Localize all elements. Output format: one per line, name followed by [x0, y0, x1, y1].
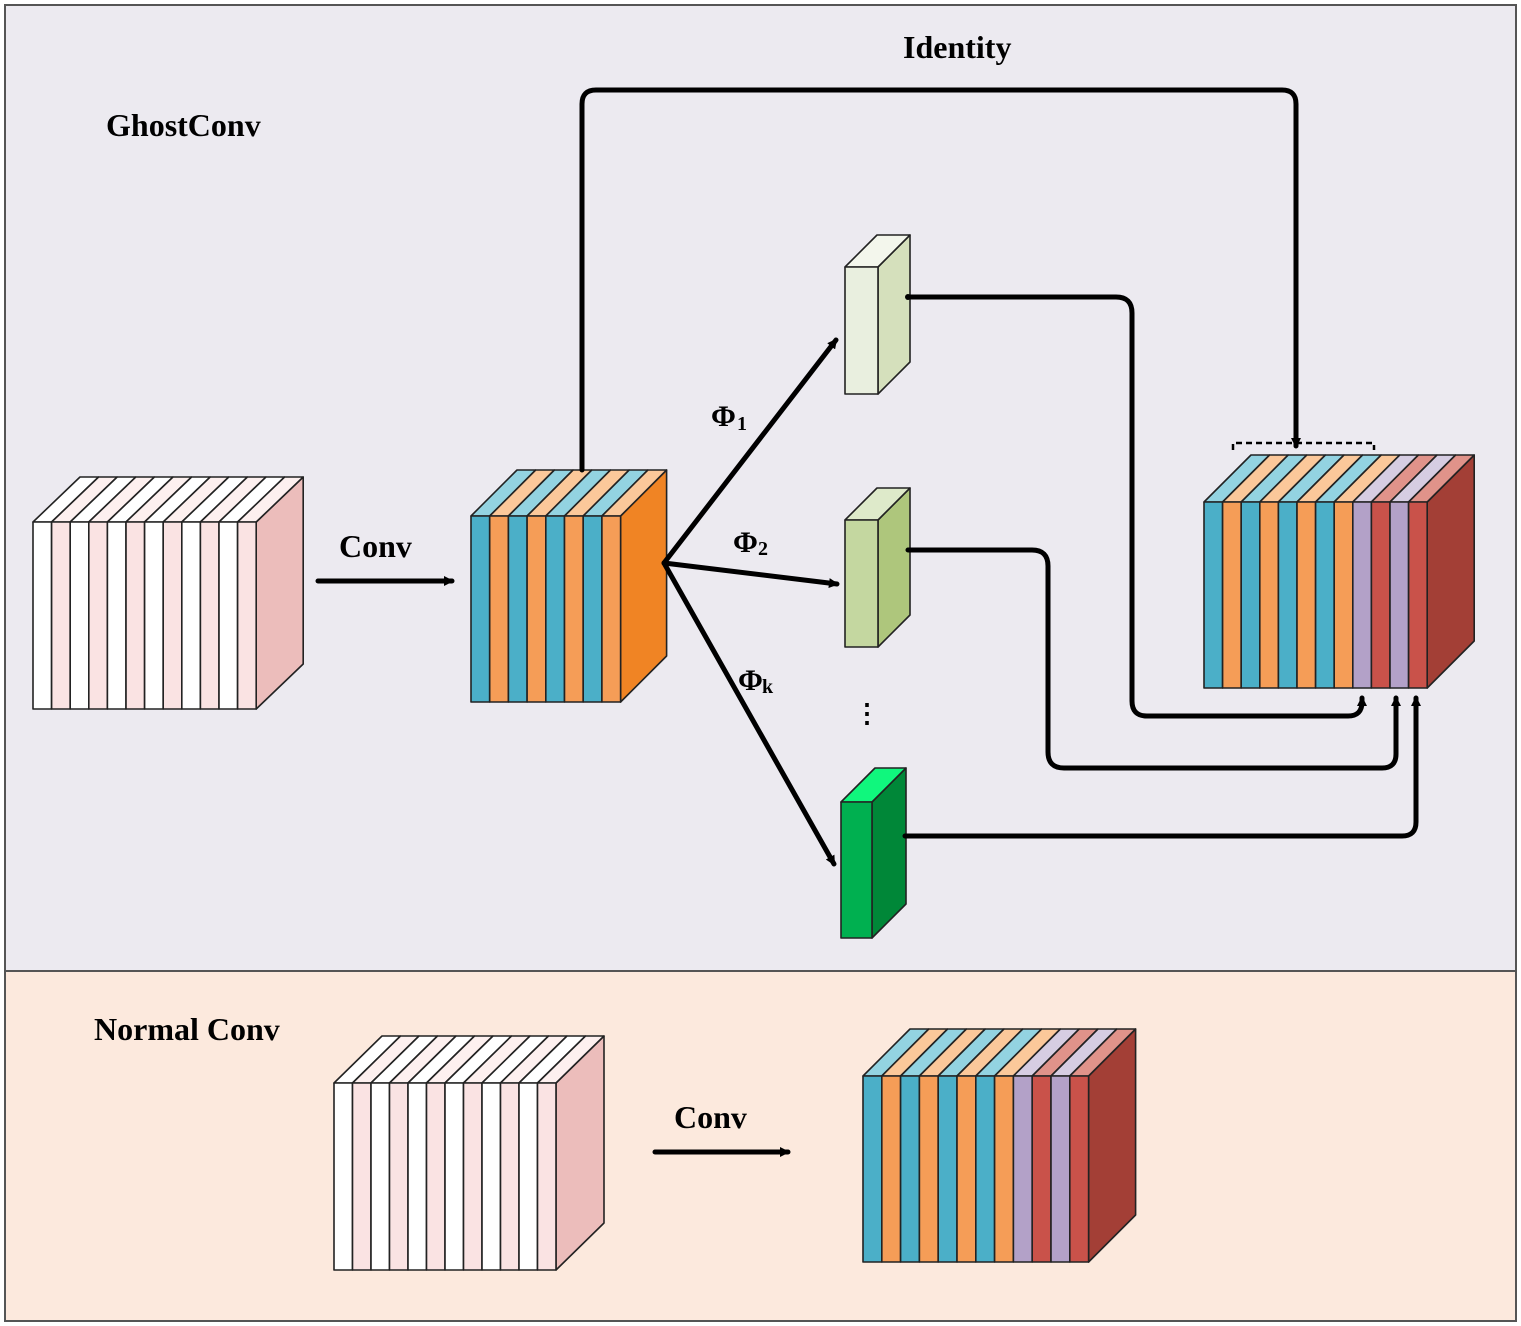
phi1-label: Φ 1 — [711, 400, 747, 435]
normalconv-panel — [4, 970, 1517, 1322]
channel-slice — [544, 515, 566, 703]
feature-maps-layer — [32, 234, 1475, 1271]
channel-slice — [481, 1082, 502, 1271]
phi1-to-output-connector — [905, 294, 1367, 719]
channel-slice — [351, 1082, 372, 1271]
channel-slice — [1296, 501, 1317, 689]
phi2-label: Φ 2 — [733, 526, 768, 560]
channel-slice — [601, 515, 622, 703]
phi-subscript: k — [762, 676, 774, 698]
channel-slice — [236, 521, 258, 710]
channel-slice — [1370, 501, 1391, 689]
channel-slice — [1031, 1075, 1052, 1263]
connectors-layer — [315, 87, 1421, 1157]
channel-slice — [32, 521, 53, 710]
phi2-to-output-connector — [905, 547, 1401, 771]
channel-slice — [518, 1082, 539, 1271]
channel-slice — [333, 1082, 354, 1271]
channel-slice — [50, 521, 71, 710]
conv-label-top: Conv — [339, 528, 412, 564]
phik-label: Φ k — [738, 664, 774, 698]
channel-slice — [956, 1075, 977, 1263]
phi-subscript: 1 — [737, 413, 747, 435]
channel-slice — [899, 1075, 921, 1263]
channel-slice — [88, 521, 109, 710]
input-feature-map — [32, 476, 305, 710]
channel-slice — [840, 801, 873, 939]
ghostconv-title: GhostConv — [106, 107, 261, 143]
channel-slice — [1240, 501, 1261, 689]
channel-slice — [125, 521, 146, 710]
channel-slice — [388, 1082, 409, 1271]
phi-subscript: 2 — [758, 538, 768, 560]
ghost-map-phik — [840, 767, 907, 939]
phik-arrow — [661, 560, 837, 867]
channel-slice — [526, 515, 547, 703]
channel-slice — [1203, 501, 1224, 689]
channel-slice — [488, 515, 510, 703]
channel-slice — [1221, 501, 1242, 689]
channel-slice — [844, 519, 879, 648]
phi2-arrow — [661, 560, 840, 588]
channel-slice — [1352, 501, 1373, 689]
phi-symbol: Φ — [738, 664, 763, 697]
identity-label: Identity — [903, 29, 1011, 65]
channel-slice — [1314, 501, 1335, 689]
channel-slice — [181, 521, 202, 710]
channel-slice — [425, 1082, 446, 1271]
phi-symbol: Φ — [711, 400, 736, 433]
phi1-arrow — [661, 337, 839, 566]
normal-input-feature-map — [333, 1035, 605, 1271]
channel-slice — [1389, 501, 1410, 689]
channel-slice — [1407, 501, 1428, 689]
channel-slice — [1277, 501, 1298, 689]
normalconv-title: Normal Conv — [94, 1011, 280, 1047]
channel-slice — [582, 515, 603, 703]
channel-slice — [407, 1082, 428, 1271]
channel-slice — [1050, 1075, 1071, 1263]
channel-slice — [974, 1075, 996, 1263]
channel-slice — [993, 1075, 1015, 1263]
channel-slice — [462, 1082, 483, 1271]
ellipsis-more-maps: ⋮ — [854, 699, 880, 728]
phi1-output-dot — [905, 294, 911, 300]
channel-slice — [1012, 1075, 1033, 1263]
channel-slice — [918, 1075, 940, 1263]
channel-slice — [370, 1082, 391, 1271]
channel-slice — [1259, 501, 1280, 689]
channel-slice — [1069, 1075, 1090, 1263]
channel-slice — [199, 521, 220, 710]
intrinsic-bracket — [1231, 441, 1376, 450]
channel-slice — [563, 515, 585, 703]
ghost-map-phi2 — [844, 487, 911, 648]
channel-slice — [218, 521, 239, 710]
normal-output-feature-map — [862, 1028, 1137, 1263]
channel-slice — [937, 1075, 958, 1263]
channel-slice — [536, 1082, 557, 1271]
channel-slice — [470, 515, 491, 703]
ghost-map-phi1 — [844, 234, 911, 395]
channel-slice — [69, 521, 90, 710]
identity-arrow — [579, 87, 1301, 473]
channel-slice — [844, 266, 879, 395]
channel-slice — [444, 1082, 465, 1271]
channel-slice — [106, 521, 127, 710]
output-feature-map — [1203, 454, 1475, 689]
phik-to-output-connector — [902, 695, 1421, 839]
channel-slice — [162, 521, 183, 710]
conv-label-bottom: Conv — [674, 1099, 747, 1135]
phi-symbol: Φ — [733, 526, 758, 559]
channel-slice — [143, 521, 164, 710]
intrinsic-feature-map — [470, 469, 668, 703]
channel-slice — [507, 515, 528, 703]
channel-slice — [880, 1075, 902, 1263]
channel-slice — [862, 1075, 883, 1263]
channel-slice — [499, 1082, 520, 1271]
channel-slice — [1333, 501, 1354, 689]
